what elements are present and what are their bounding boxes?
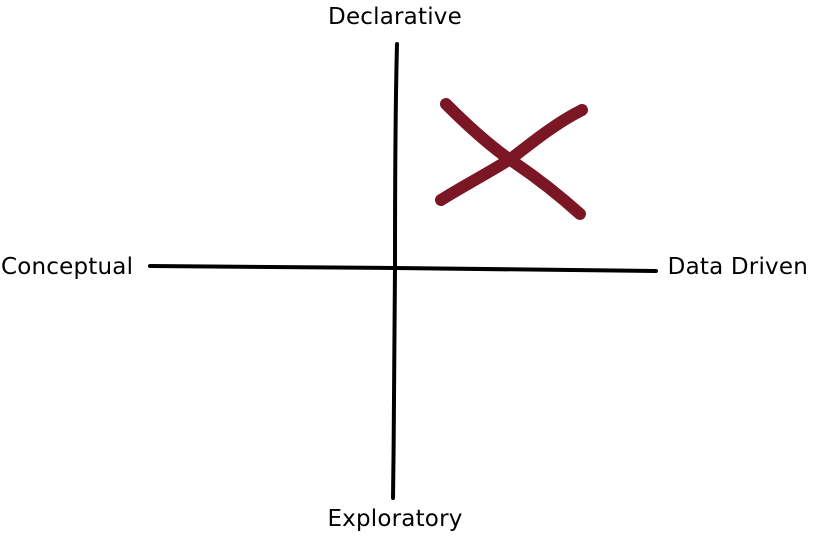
x-mark-stroke-2 bbox=[435, 104, 588, 206]
axis-label-left: Conceptual bbox=[1, 254, 134, 280]
x-mark bbox=[435, 98, 588, 220]
axis-label-top: Declarative bbox=[328, 4, 462, 30]
axis-label-right: Data Driven bbox=[667, 254, 808, 280]
vertical-axis bbox=[391, 42, 399, 500]
horizontal-axis bbox=[148, 264, 658, 273]
axis-label-bottom: Exploratory bbox=[327, 506, 463, 532]
